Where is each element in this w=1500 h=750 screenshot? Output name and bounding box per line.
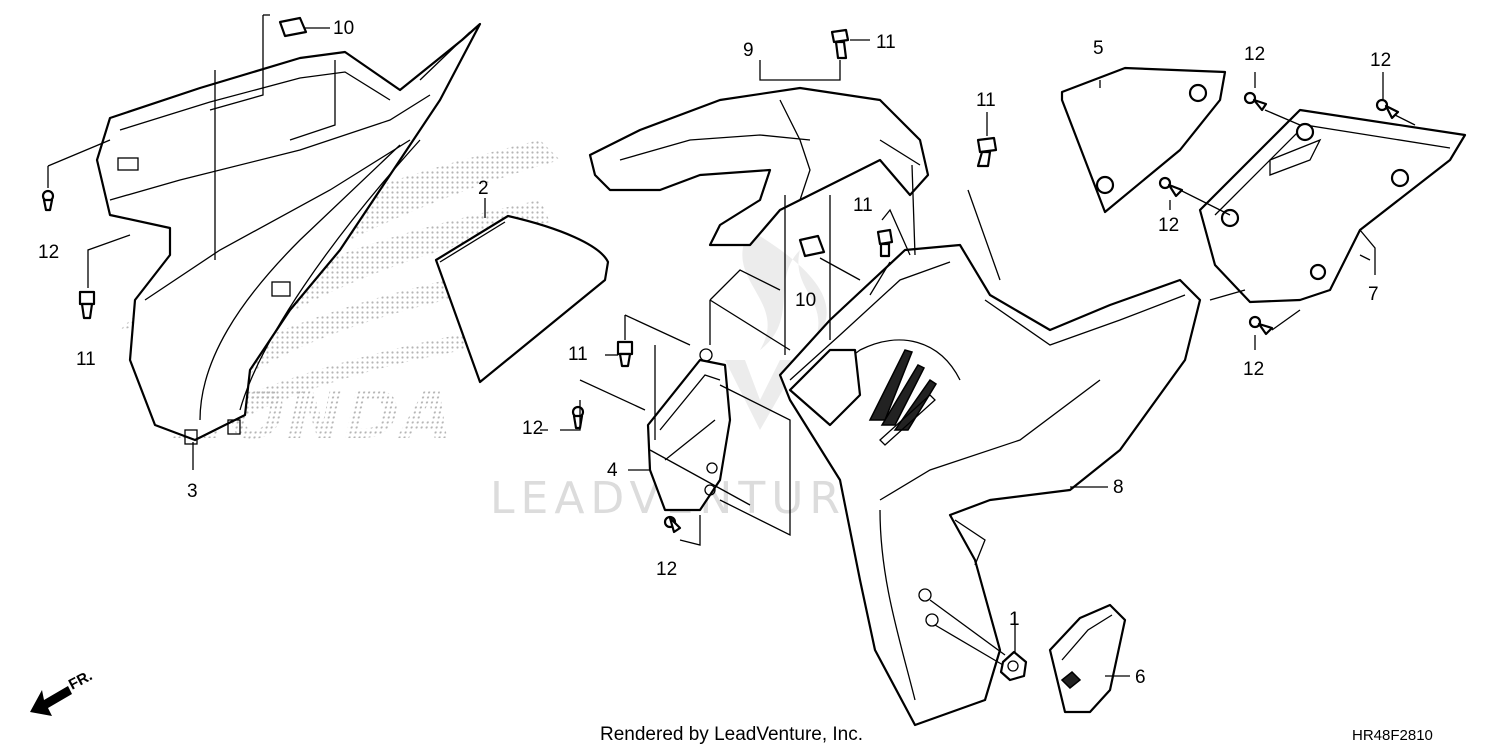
part-10-clip-middle bbox=[798, 234, 826, 258]
screw-12-top-right-b bbox=[1375, 98, 1400, 120]
callout-8: 8 bbox=[1113, 477, 1124, 498]
callout-7: 7 bbox=[1368, 284, 1379, 305]
callout-12-mid-right: 12 bbox=[1158, 215, 1179, 236]
part-8-main-side-cover bbox=[778, 243, 1202, 727]
screw-12-lower-right bbox=[1248, 315, 1274, 336]
part-9-center-cover bbox=[588, 86, 930, 247]
callout-12-lower-left: 12 bbox=[522, 418, 543, 439]
callout-12-left: 12 bbox=[38, 242, 59, 263]
callout-10-top: 10 bbox=[333, 18, 354, 39]
callout-9: 9 bbox=[743, 40, 754, 61]
callout-2: 2 bbox=[478, 178, 489, 199]
direction-arrow-icon bbox=[30, 686, 72, 716]
part-4-bracket bbox=[646, 348, 732, 512]
callout-10-middle: 10 bbox=[795, 290, 816, 311]
callout-3: 3 bbox=[187, 481, 198, 502]
screw-12-mid-right bbox=[1158, 176, 1184, 198]
callout-11-right: 11 bbox=[976, 90, 996, 111]
honda-wing-emblem-icon bbox=[868, 349, 938, 446]
callout-1: 1 bbox=[1009, 609, 1020, 630]
leader-lines bbox=[47, 14, 1416, 677]
screw-12-top-right-a bbox=[1243, 91, 1268, 112]
front-direction-indicator: FR. bbox=[30, 667, 95, 716]
bolt-11-right bbox=[976, 136, 998, 168]
bolt-11-lower bbox=[616, 340, 634, 368]
callout-4: 4 bbox=[607, 460, 618, 481]
part-5-panel bbox=[1060, 66, 1227, 214]
diagram-code: HR48F2810 bbox=[1352, 727, 1433, 744]
callout-11-left: 11 bbox=[76, 349, 96, 370]
callout-6: 6 bbox=[1135, 667, 1146, 688]
part-10-clip-upper bbox=[278, 16, 308, 38]
part-7-side-plate bbox=[1198, 108, 1467, 304]
bolt-11-center bbox=[876, 228, 894, 258]
callout-12-top-right-b: 12 bbox=[1370, 50, 1391, 71]
screw-12-bottom bbox=[663, 515, 682, 534]
screw-12-left bbox=[41, 189, 55, 212]
rendered-by-text: Rendered by LeadVenture, Inc. bbox=[600, 724, 863, 745]
callout-12-bottom: 12 bbox=[656, 559, 677, 580]
part-3-left-side-cover bbox=[95, 22, 482, 445]
part-2-sheet bbox=[434, 214, 610, 384]
callout-12-top-right-a: 12 bbox=[1244, 44, 1265, 65]
callout-11-lower: 11 bbox=[568, 344, 588, 365]
callout-labels: 10 11 9 5 12 12 11 2 11 12 12 7 10 11 11… bbox=[38, 18, 1391, 688]
callout-12-lower-right: 12 bbox=[1243, 359, 1264, 380]
part-6-lower-cover bbox=[1048, 603, 1127, 714]
screw-12-lower-left bbox=[571, 405, 585, 430]
bolt-11-left bbox=[78, 290, 96, 320]
callout-11-top: 11 bbox=[876, 32, 896, 53]
callout-11-center: 11 bbox=[853, 195, 873, 216]
part-1-nut bbox=[999, 650, 1028, 682]
direction-label: FR. bbox=[66, 667, 95, 693]
bolt-11-upper-center bbox=[830, 28, 850, 60]
callout-5: 5 bbox=[1093, 38, 1104, 59]
